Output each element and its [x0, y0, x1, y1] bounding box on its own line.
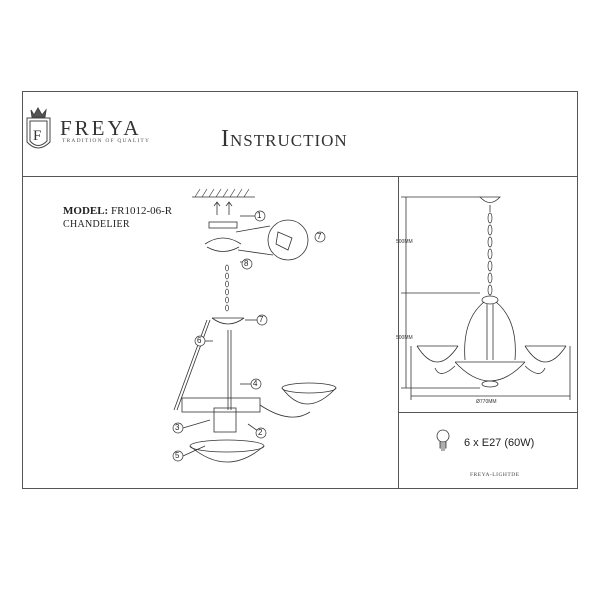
callout-5: 5 [175, 451, 180, 460]
width-dimension: Ø770MM [476, 399, 497, 405]
right-panel-divider-1 [398, 412, 578, 413]
bulb-spec: 6 x E27 (60W) [464, 437, 535, 449]
callout-1: 1 [257, 211, 262, 220]
header-divider [22, 176, 578, 177]
callout-4: 4 [253, 379, 258, 388]
callout-6: 6 [197, 336, 202, 345]
callout-8: 8 [244, 259, 249, 268]
left-frame-line [22, 91, 23, 489]
model-code: FR1012-06-R [110, 205, 173, 217]
callout-2: 2 [258, 428, 263, 437]
brand-name: FREYA [60, 116, 142, 140]
top-frame-line [22, 91, 578, 92]
callout-3: 3 [175, 423, 180, 432]
footer-brand: FREYA-LIGHTDE [470, 472, 520, 478]
callout-7-detail: 7 [317, 232, 322, 241]
callout-7-lower: 7 [259, 315, 264, 324]
brand-tagline: TRADITION OF QUALITY [62, 138, 151, 144]
model-line: MODEL: FR1012-06-R [63, 205, 172, 217]
right-frame-line [577, 91, 578, 489]
bottom-frame-line [22, 488, 578, 489]
vertical-divider [398, 176, 399, 488]
body-height-dimension: 500MM [396, 335, 413, 341]
chain-height-dimension: 500MM [396, 239, 413, 245]
logo-monogram: F [33, 128, 41, 144]
model-label: MODEL: [63, 205, 109, 217]
page-title: Instruction [221, 126, 348, 152]
product-type: CHANDELIER [63, 219, 130, 230]
lightbulb-icon [436, 429, 450, 451]
